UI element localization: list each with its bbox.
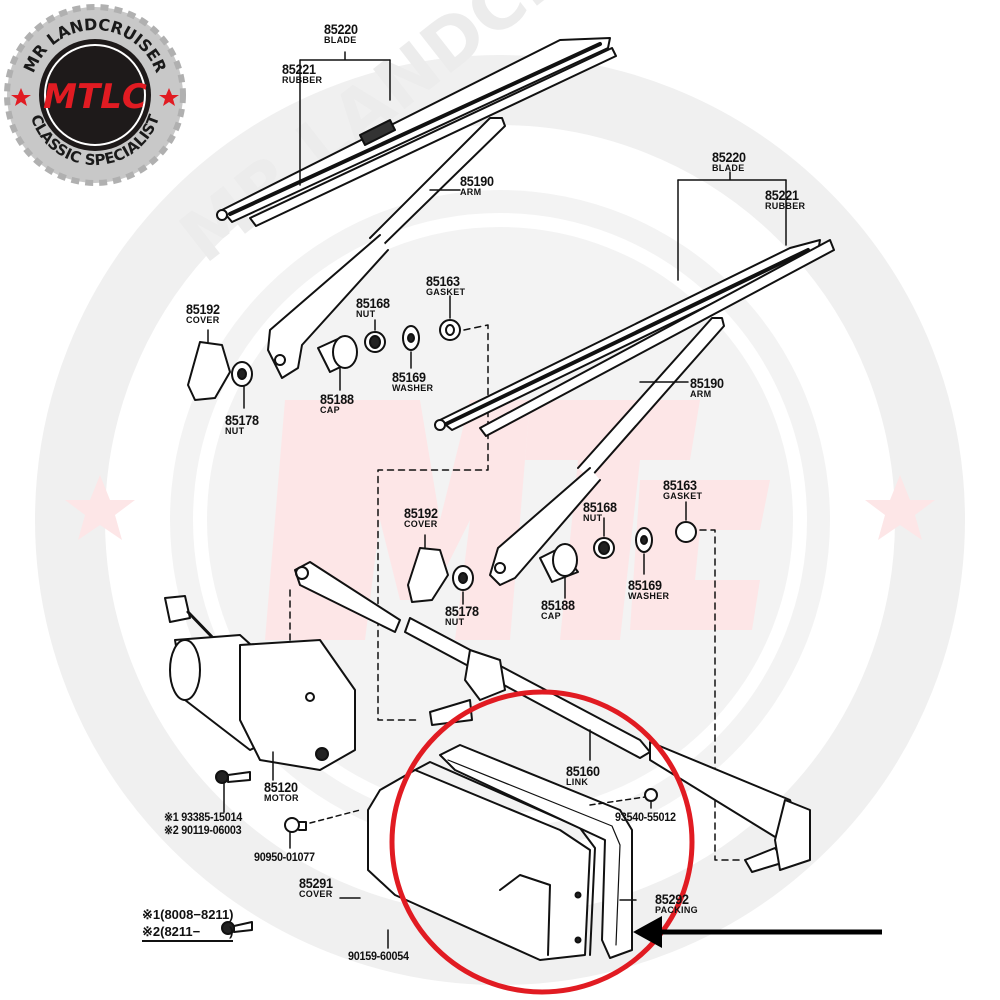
- wiper-blade-lower: [434, 239, 835, 437]
- badge-monogram: MTLC: [43, 77, 147, 117]
- highlight-arrow-head-icon: [633, 916, 662, 948]
- legend-row-2: ※2(8211− ): [142, 923, 234, 942]
- brand-logo: MR LANDCRUISER CLASSIC SPECIALIST MTLC: [4, 4, 186, 186]
- legend-row-1: ※1(8008−8211): [142, 907, 234, 922]
- star-icon-right: [159, 88, 179, 106]
- wiper-blade-upper: [216, 37, 617, 227]
- legend: ※1(8008−8211) ※2(8211− ): [142, 906, 234, 942]
- fastener-bolt-1: ※1 93385-15014: [164, 810, 242, 824]
- bolt-motor: [215, 770, 251, 813]
- wiper-arm-upper: [267, 117, 506, 379]
- fastener-screw-cover: 90159-60054: [348, 949, 409, 963]
- fastener-grommet: 90950-01077: [254, 850, 315, 864]
- fastener-bolt-2: ※2 90119-06003: [164, 823, 242, 837]
- fastener-screw-link: 93540-55012: [615, 810, 676, 824]
- highlight-circle: [389, 689, 695, 995]
- grommet: [284, 809, 361, 849]
- packing: [439, 744, 633, 959]
- link-assembly: [294, 561, 811, 873]
- cover-upper-shape: [187, 341, 231, 401]
- wiper-motor: [164, 595, 356, 771]
- star-icon-left: [11, 88, 31, 106]
- screw-cover: [221, 921, 389, 949]
- wiper-arm-lower: [489, 317, 725, 586]
- badge-disc: [39, 39, 151, 151]
